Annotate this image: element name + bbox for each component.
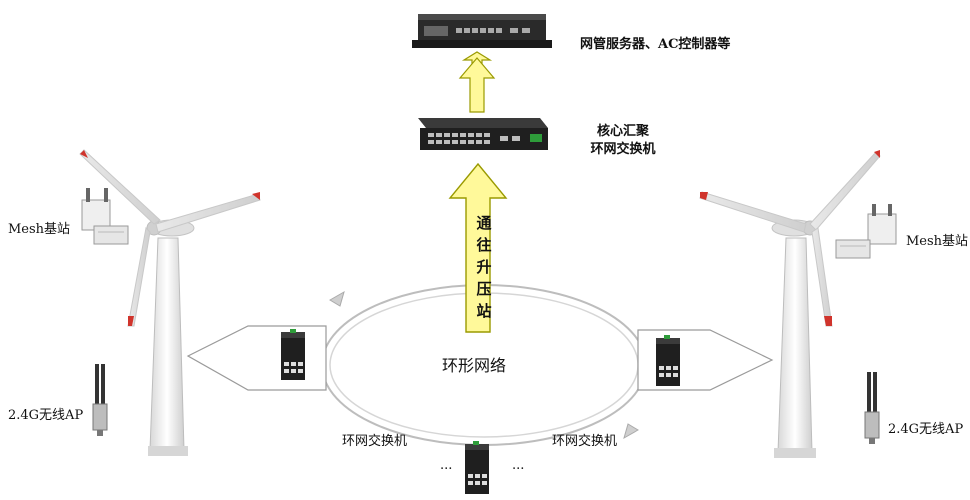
callout-left — [186, 325, 327, 391]
core-switch-label-line2: 环网交换机 — [590, 142, 656, 157]
core-switch-label-line1: 核心汇聚 — [596, 124, 649, 139]
core-switch-icon — [418, 118, 548, 150]
mesh-right-label: Mesh基站 — [906, 234, 969, 249]
industrial-switch-icon — [281, 329, 305, 380]
uplink-arrow-upper-body — [458, 57, 496, 113]
mesh-base-station-icon — [81, 188, 129, 245]
antenna-ap-icon — [864, 372, 880, 444]
switch-left-label: 环网交换机 — [342, 434, 408, 449]
antenna-ap-icon — [92, 364, 108, 436]
mesh-base-station-icon — [835, 204, 897, 259]
rack-server-icon — [412, 14, 552, 48]
uplink-char: 通 — [476, 214, 492, 232]
ellipsis-right: ... — [512, 458, 525, 473]
uplink-char: 往 — [476, 236, 492, 254]
industrial-switch-icon — [465, 441, 489, 494]
ellipsis-left: ... — [440, 458, 453, 473]
mesh-left-label: Mesh基站 — [8, 222, 71, 237]
uplink-arrow-main — [448, 162, 508, 333]
wind-turbine-icon — [79, 149, 261, 456]
uplink-label: 通 往 升 压 站 — [472, 212, 496, 322]
wind-turbine-icon — [699, 150, 881, 458]
uplink-char: 升 — [476, 258, 492, 276]
server-label: 网管服务器、AC控制器等 — [580, 37, 731, 52]
industrial-switch-icon — [656, 335, 680, 386]
ap-left-label: 2.4G无线AP — [8, 408, 84, 423]
ap-right-label: 2.4G无线AP — [888, 422, 964, 437]
uplink-char: 压 — [476, 280, 492, 298]
switch-right-label: 环网交换机 — [552, 434, 618, 449]
ring-network-label: 环形网络 — [442, 356, 507, 375]
uplink-char: 站 — [476, 302, 492, 320]
